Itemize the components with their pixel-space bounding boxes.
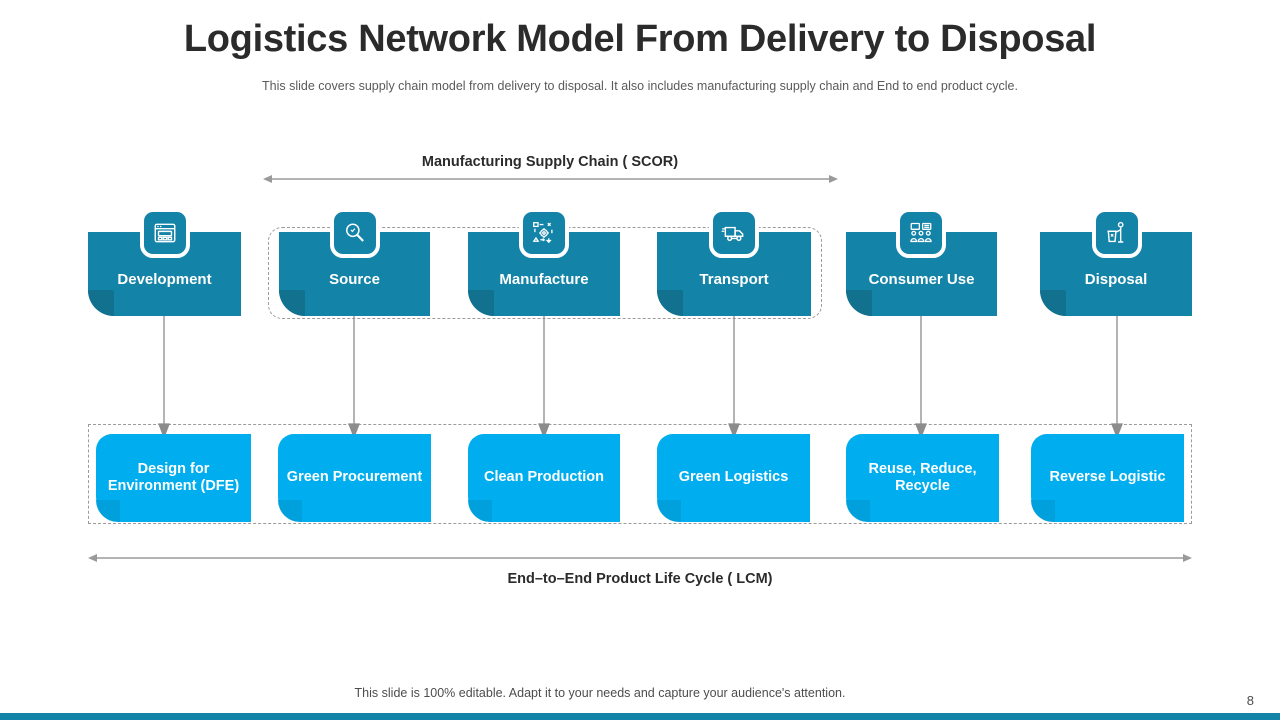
window-design-icon: [140, 208, 190, 258]
scor-double-arrow: [263, 175, 838, 183]
practice-label: Clean Production: [483, 469, 605, 486]
stage-label: Development: [117, 271, 212, 289]
scor-band-label: Manufacturing Supply Chain ( SCOR): [421, 154, 679, 170]
lcm-group-outline: [88, 424, 1192, 524]
stage-box-transport[interactable]: Transport: [657, 232, 811, 316]
stage-label: Transport: [699, 271, 769, 289]
stage-label: Source: [329, 271, 380, 289]
practice-label: Green Procurement: [286, 469, 423, 486]
practice-box-reuse-reduce-recycle[interactable]: Reuse, Reduce, Recycle: [846, 434, 999, 522]
stage-label: Consumer Use: [868, 271, 975, 289]
audience-people-icon: [896, 208, 946, 258]
magnifier-icon: [330, 208, 380, 258]
page-subtitle: This slide covers supply chain model fro…: [262, 79, 1018, 93]
process-gear-icon: [519, 208, 569, 258]
practice-label: Reverse Logistic: [1049, 469, 1166, 486]
practice-box-clean-production[interactable]: Clean Production: [468, 434, 620, 522]
stage-box-manufacture[interactable]: Manufacture: [468, 232, 620, 316]
practice-label: Design for Environment (DFE): [107, 460, 240, 494]
footer-note: This slide is 100% editable. Adapt it to…: [354, 686, 846, 700]
footer-bar: [0, 713, 1280, 720]
practice-box-green-procurement[interactable]: Green Procurement: [278, 434, 431, 522]
practice-box-reverse-logistic[interactable]: Reverse Logistic: [1031, 434, 1184, 522]
stage-label: Manufacture: [499, 271, 589, 289]
stage-label: Disposal: [1084, 271, 1148, 289]
truck-icon: [709, 208, 759, 258]
practice-box-green-logistics[interactable]: Green Logistics: [657, 434, 810, 522]
page-number: 8: [1246, 693, 1254, 708]
lcm-band-label: End–to–End Product Life Cycle ( LCM): [507, 571, 773, 587]
practice-label: Reuse, Reduce, Recycle: [868, 460, 977, 494]
practice-label: Green Logistics: [678, 469, 789, 486]
practice-box-dfe[interactable]: Design for Environment (DFE): [96, 434, 251, 522]
page-title: Logistics Network Model From Delivery to…: [183, 18, 1097, 60]
lcm-double-arrow: [88, 554, 1192, 562]
person-trash-icon: [1092, 208, 1142, 258]
